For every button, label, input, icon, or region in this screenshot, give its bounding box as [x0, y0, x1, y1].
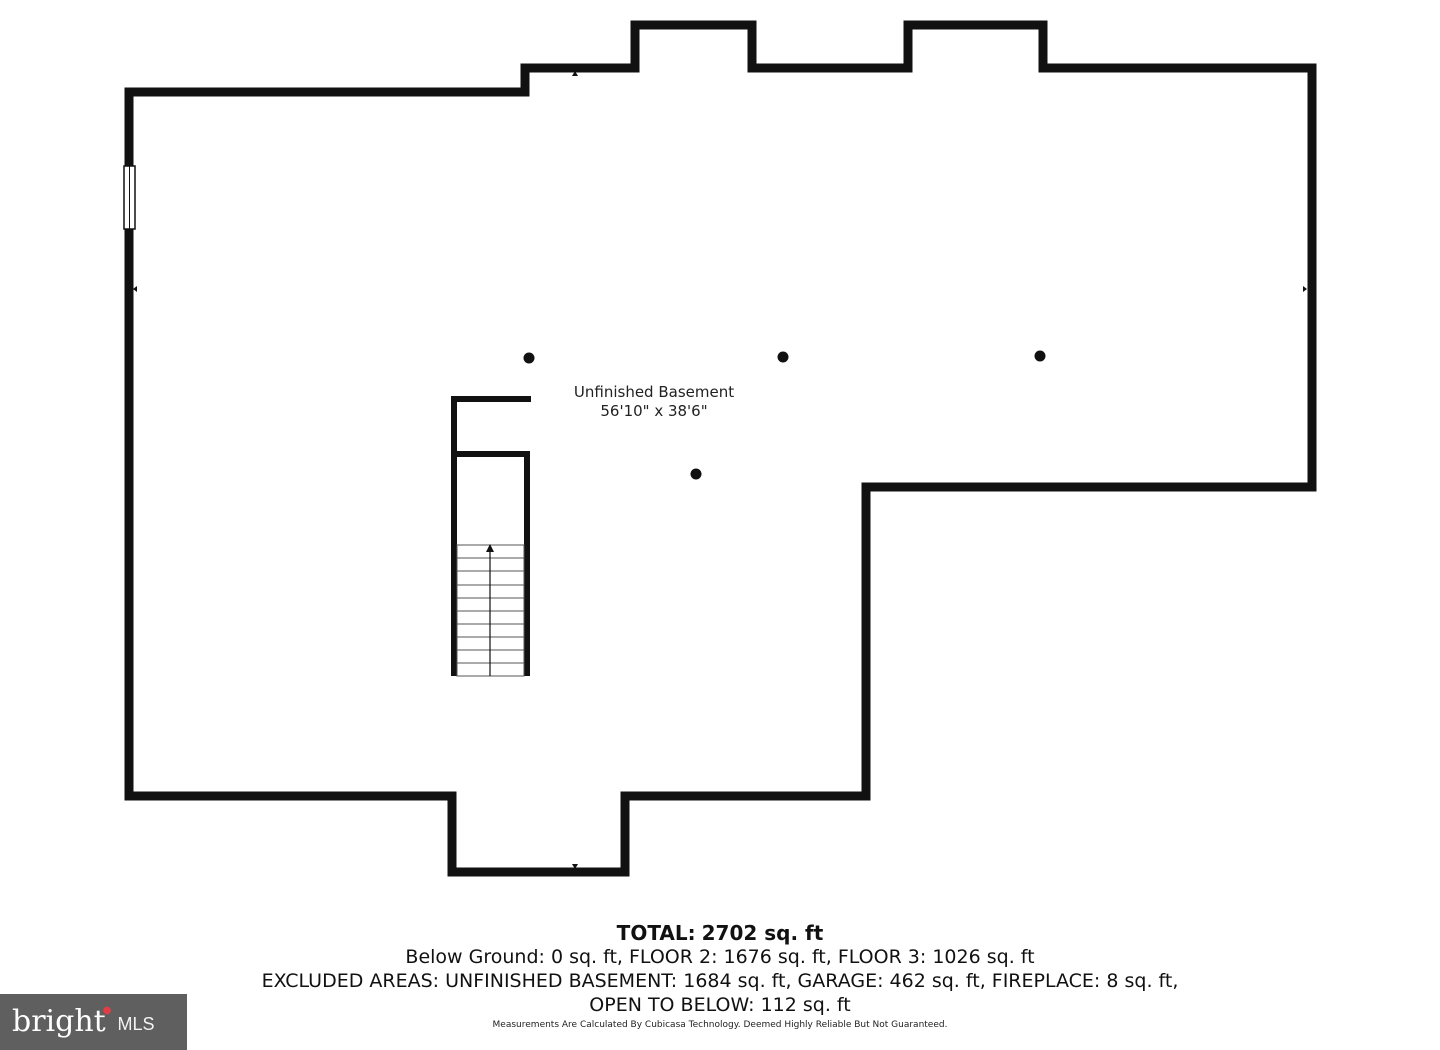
- room-dimensions-label: 56'10" x 38'6": [600, 402, 708, 420]
- wall-marker-left: [133, 286, 137, 292]
- watermark-suffix: MLS: [117, 1013, 155, 1034]
- total-area-value: 2702 sq. ft: [701, 921, 824, 945]
- exterior-wall: [124, 20, 1317, 877]
- watermark-star-icon: ●: [102, 1004, 112, 1016]
- total-area: TOTAL:2702 sq. ft: [0, 921, 1440, 945]
- total-area-label: TOTAL:: [616, 921, 696, 945]
- room-name-label: Unfinished Basement: [573, 383, 735, 401]
- measurement-disclaimer: Measurements Are Calculated By Cubicasa …: [492, 1020, 948, 1030]
- bright-mls-watermark: bright● MLS: [0, 994, 187, 1050]
- support-post: [523, 352, 535, 364]
- wall-marker-right: [1303, 286, 1307, 292]
- support-post: [777, 351, 789, 363]
- support-post: [1034, 350, 1046, 362]
- support-post: [690, 468, 702, 480]
- excluded-areas-line-continued: OPEN TO BELOW: 112 sq. ft: [589, 994, 851, 1016]
- interior-partition: [451, 396, 531, 676]
- wall-marker-bottom: [572, 864, 578, 869]
- stair-enclosure-wall: [457, 451, 530, 676]
- wall-marker-top: [572, 71, 578, 76]
- excluded-areas-line: EXCLUDED AREAS: UNFINISHED BASEMENT: 168…: [261, 970, 1179, 992]
- floor-areas-line: Below Ground: 0 sq. ft, FLOOR 2: 1676 sq…: [405, 946, 1035, 968]
- stair-direction-arrow-icon: [486, 544, 494, 552]
- staircase: [456, 544, 525, 677]
- window: [123, 165, 136, 230]
- watermark-brand: bright: [12, 1004, 106, 1039]
